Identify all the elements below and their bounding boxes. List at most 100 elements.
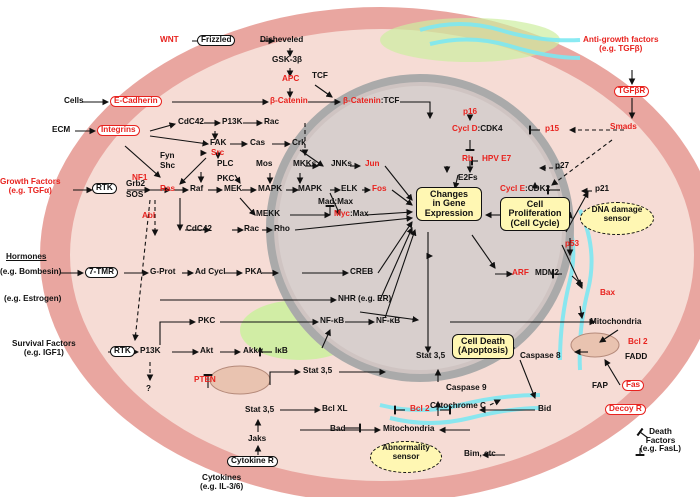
- sos-node: SOS: [126, 190, 144, 199]
- gene-line-1: Changes: [429, 189, 468, 199]
- anti-growth-text: Anti-growth factors: [583, 35, 659, 44]
- mdm2-node: MDM2: [535, 268, 560, 277]
- ras-node: Ras: [160, 184, 176, 193]
- grb2-node: Grb2: [126, 179, 146, 188]
- dashed-arrows: [132, 123, 624, 406]
- bim-etc-node: Bim, etc: [464, 449, 496, 458]
- rac-mid-node: Rac: [244, 224, 260, 233]
- cdc42-mid-node: CdC42: [186, 224, 212, 233]
- tcf-part: :TCF: [380, 96, 400, 105]
- cycl-d-cdk4-node: Cycl D:CDK4: [452, 124, 503, 134]
- p27-node: p27: [555, 161, 570, 170]
- growth-factors-text: Growth Factors: [0, 177, 61, 186]
- arf-node: ARF: [512, 268, 529, 277]
- mitochondrion-organelle: [570, 332, 620, 358]
- mad-max-node: Mad:Max: [318, 197, 354, 206]
- hormones-label: Hormones: [6, 252, 47, 261]
- death-line-1: Death: [649, 427, 672, 436]
- abnormality-line-2: sensor: [392, 451, 420, 461]
- abl-node: Abl: [142, 211, 156, 220]
- pten-node: PTEN: [194, 375, 216, 384]
- prolif-line-1: Cell: [526, 199, 544, 209]
- integrins-receptor: Integrins: [97, 125, 140, 136]
- mos-node: Mos: [256, 159, 273, 168]
- pka-node: PKA: [245, 267, 263, 276]
- max-part: :Max: [349, 209, 369, 218]
- dna-line-2: sensor: [603, 213, 631, 223]
- cytokines-text: Cytokines: [202, 473, 242, 482]
- mitochondria-right-node: Mitochondria: [590, 317, 642, 326]
- nucleus-interior: [278, 86, 562, 370]
- p16-node: p16: [463, 107, 478, 116]
- myc-part: Myc: [334, 209, 350, 218]
- raf-node: Raf: [190, 184, 204, 193]
- cdk2-part: :CDK2: [525, 184, 551, 193]
- bad-node: Bad: [330, 424, 346, 433]
- stat-3-5-c-node: Stat 3,5: [245, 405, 275, 414]
- dna-line-1: DNA damage: [591, 205, 643, 214]
- rtk-top-receptor: RTK: [92, 183, 117, 194]
- src-node: Src: [211, 148, 225, 157]
- gene-line-2: in Gene: [432, 198, 466, 209]
- myc-max-node: Myc:Max: [334, 209, 369, 219]
- cytokine-r-receptor: Cytokine R: [227, 456, 278, 467]
- disheveled-node: Disheveled: [260, 35, 304, 44]
- hpv-e7-node: HPV E7: [482, 154, 512, 163]
- g-prot-node: G-Prot: [150, 267, 176, 276]
- cell-death-box: Cell Death(Apoptosis): [452, 334, 514, 359]
- jun-node: Jun: [365, 159, 380, 168]
- jaks-node: Jaks: [248, 434, 267, 443]
- rb-node: Rb: [462, 154, 473, 163]
- p21-node: p21: [595, 184, 610, 193]
- p13k-top-node: P13K: [222, 117, 243, 126]
- cycl-e-cdk2-node: Cycl E:CDK2: [500, 184, 551, 194]
- cytokines-label: Cytokines(e.g. IL-3/6): [200, 473, 243, 491]
- estrogen-label: (e.g. Estrogen): [4, 294, 62, 303]
- gene-line-3: Expression: [424, 207, 474, 218]
- caspase-9-node: Caspase 9: [446, 383, 487, 392]
- gsk3b-node: GSK-3β: [272, 55, 303, 64]
- nhr-node: NHR (e.g. ER): [338, 294, 392, 303]
- p53-node: p53: [565, 239, 580, 248]
- pkc-top-node: PKC: [217, 174, 235, 183]
- bid-node: Bid: [538, 404, 552, 413]
- mitochondrion-organelle: [209, 365, 271, 395]
- bax-node: Bax: [600, 288, 616, 297]
- survival-factors-label: Survival Factors(e.g. IGF1): [12, 339, 76, 357]
- rho-node: Rho: [274, 224, 290, 233]
- survival-text: Survival Factors: [12, 339, 76, 348]
- smads-node: Smads: [610, 122, 637, 131]
- e2fs-node: E2Fs: [458, 173, 478, 182]
- fadd-node: FADD: [625, 352, 648, 361]
- crk-node: Crk: [292, 138, 306, 147]
- fyn-node: Fyn: [160, 151, 175, 160]
- rtk-bottom-receptor: RTK: [110, 346, 135, 357]
- nf1-node: NF1: [132, 173, 148, 182]
- survival-example: (e.g. IGF1): [23, 347, 64, 357]
- stat-3-5-a-node: Stat 3,5: [416, 351, 446, 360]
- 7-tmr-receptor: 7-TMR: [85, 267, 119, 278]
- caspase-8-node: Caspase 8: [520, 351, 561, 360]
- creb-node: CREB: [350, 267, 374, 276]
- fos-node: Fos: [372, 184, 387, 193]
- elk-node: ELK: [341, 184, 358, 193]
- bcl-xl-node: Bcl XL: [322, 404, 348, 413]
- fak-node: FAK: [210, 138, 227, 147]
- tcf-node: TCF: [312, 71, 328, 80]
- abnormality-line-1: Abnormality: [382, 443, 430, 452]
- bombesin-label: (e.g. Bombesin): [0, 267, 62, 276]
- ikb-node: IκB: [275, 346, 288, 355]
- bcl2-right-node: Bcl 2: [628, 337, 648, 346]
- wnt-label: WNT: [160, 35, 179, 44]
- growth-factors-example: (e.g. TGFα): [8, 185, 52, 195]
- cdk4-part: :CDK4: [477, 124, 503, 133]
- apc-node: APC: [282, 74, 300, 83]
- cycl-d-part: Cycl D: [452, 124, 478, 133]
- pkc-bottom-node: PKC: [198, 316, 216, 325]
- prolif-line-2: Proliferation: [508, 208, 562, 219]
